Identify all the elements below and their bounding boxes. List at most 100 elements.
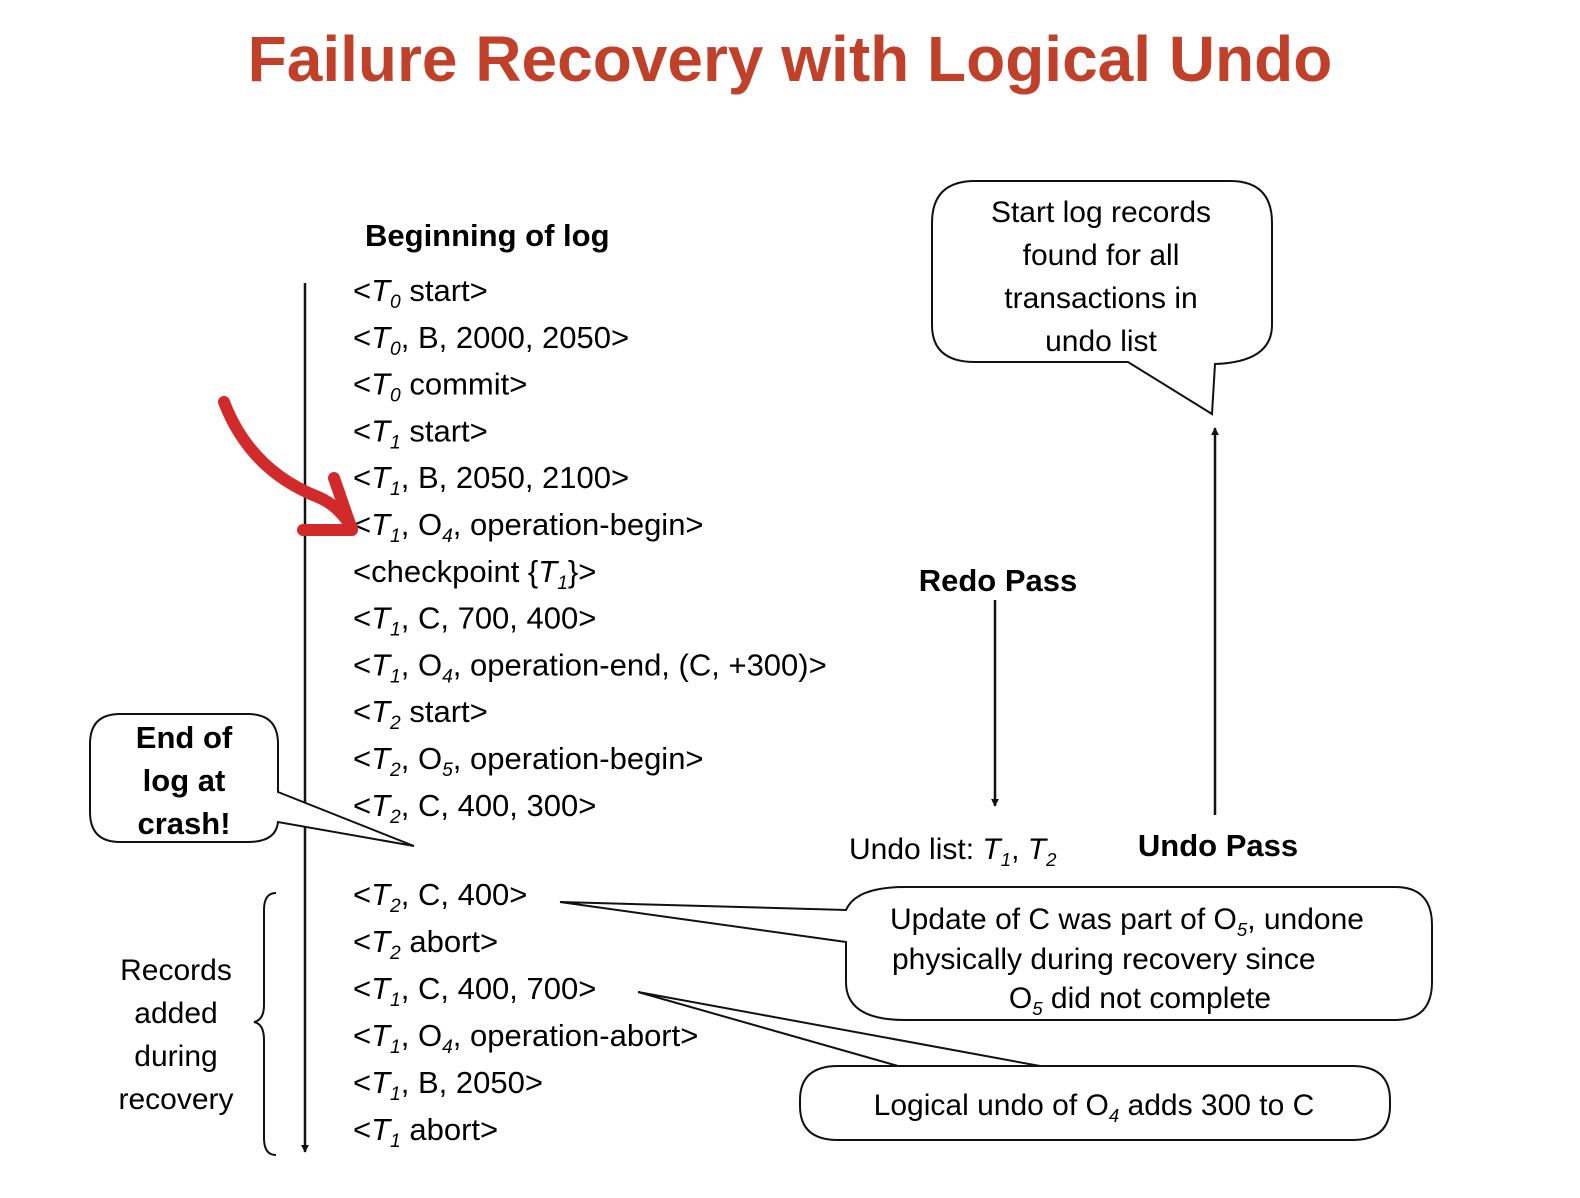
text-part: < — [353, 741, 371, 776]
subscript: 1 — [390, 432, 401, 453]
log-records: <T0 start><T0, B, 2000, 2050><T0 commit>… — [353, 273, 827, 828]
text-part: T — [371, 694, 392, 729]
text-part: , C, 400, 700> — [401, 971, 597, 1006]
red-annotation-arrow — [218, 396, 358, 536]
curly-brace — [253, 892, 277, 1156]
records-added-line-4: recovery — [118, 1083, 233, 1116]
subscript: 2 — [1045, 849, 1057, 870]
log-record: <T2, C, 400, 300> — [353, 788, 596, 828]
undo-list: Undo list: T1, T2 — [849, 833, 1057, 870]
subscript: 4 — [442, 1037, 453, 1058]
page-title: Failure Recovery with Logical Undo — [247, 23, 1333, 95]
log-record: <T1 start> — [353, 413, 488, 453]
text-part: adds 300 to C — [1119, 1089, 1314, 1122]
subscript: 1 — [1001, 849, 1011, 870]
log-record: <T0 start> — [353, 273, 488, 313]
records-added-line-3: during — [134, 1040, 217, 1073]
text-part: < — [353, 1112, 371, 1147]
subscript: 1 — [557, 573, 568, 594]
end-of-log-line-3: crash! — [137, 806, 230, 841]
text-part: < — [353, 647, 371, 682]
end-of-log-bubble — [89, 713, 415, 847]
update-c-callout: Update of C was part of O5, undone physi… — [559, 886, 1433, 1021]
log-record: <T2, O5, operation-begin> — [353, 741, 704, 781]
subscript: 5 — [442, 760, 453, 781]
subscript: 1 — [390, 990, 401, 1011]
text-part: T — [371, 647, 392, 682]
recovery-records: <T2, C, 400><T2 abort><T1, C, 400, 700><… — [353, 877, 698, 1152]
text-part: T — [371, 601, 392, 636]
text-part: , B, 2050> — [401, 1065, 543, 1100]
text-part: T — [982, 833, 1003, 866]
subscript: 1 — [390, 1084, 401, 1105]
subscript: 2 — [389, 943, 401, 964]
text-part: }> — [568, 554, 596, 589]
text-part: , O — [401, 647, 442, 682]
text-part: < — [353, 877, 371, 912]
text-part: Logical undo of O — [874, 1089, 1109, 1122]
text-part: T — [371, 320, 392, 355]
start-records-line-2: found for all — [1023, 239, 1180, 272]
log-header: Beginning of log — [365, 218, 610, 253]
text-part: start> — [401, 694, 488, 729]
text-part: T — [371, 413, 392, 448]
text-part: T — [371, 1112, 392, 1147]
records-added-line-1: Records — [120, 954, 232, 987]
update-c-line-2: physically during recovery since — [892, 943, 1316, 976]
text-part: O — [1009, 982, 1032, 1015]
text-part: < — [353, 971, 371, 1006]
log-record: <T1, O4, operation-begin> — [353, 507, 704, 547]
text-part: < — [353, 507, 371, 542]
subscript: 1 — [390, 620, 401, 641]
text-part: start> — [401, 413, 488, 448]
text-part: , C, 400> — [401, 877, 528, 912]
subscript: 0 — [390, 339, 401, 360]
text-part: T — [371, 273, 392, 308]
text-part: T — [371, 971, 392, 1006]
subscript: 2 — [389, 896, 401, 917]
text-part: abort> — [401, 924, 498, 959]
text-part: abort> — [401, 1112, 498, 1147]
recovery-record: <T2, C, 400> — [353, 877, 527, 917]
subscript: 2 — [389, 760, 401, 781]
start-records-line-1: Start log records — [991, 196, 1211, 229]
text-part: Undo list: — [849, 833, 982, 866]
recovery-record: <T2 abort> — [353, 924, 498, 964]
text-part: T — [371, 460, 392, 495]
text-part: T — [1028, 833, 1049, 866]
subscript: 0 — [390, 292, 401, 313]
logical-undo-bubble — [637, 991, 1391, 1141]
redo-pass-label: Redo Pass — [919, 563, 1078, 598]
subscript: 1 — [390, 1037, 401, 1058]
recovery-record: <T1 abort> — [353, 1112, 498, 1152]
subscript: 5 — [1032, 998, 1043, 1019]
text-part: T — [538, 554, 559, 589]
text-part: < — [353, 788, 371, 823]
undo-pass-label: Undo Pass — [1138, 828, 1298, 863]
recovery-record: <T1, B, 2050> — [353, 1065, 543, 1105]
log-record: <T0, B, 2000, 2050> — [353, 320, 629, 360]
text-part: < — [353, 413, 371, 448]
text-part: physically during recovery since — [892, 943, 1316, 976]
text-part: , operation-begin> — [453, 741, 704, 776]
text-part: , operation-begin> — [453, 507, 704, 542]
subscript: 0 — [390, 386, 401, 407]
text-part: Update of C was part of O — [890, 903, 1237, 936]
text-part: T — [371, 507, 392, 542]
text-part: < — [353, 460, 371, 495]
text-part: < — [353, 367, 371, 402]
subscript: 1 — [390, 526, 401, 547]
text-part: , C, 700, 400> — [401, 601, 597, 636]
text-part: <checkpoint { — [353, 554, 538, 589]
text-part: , O — [401, 507, 442, 542]
start-records-callout: Start log records found for all transact… — [931, 180, 1273, 416]
log-record: <T0 commit> — [353, 367, 527, 407]
subscript: 4 — [442, 526, 453, 547]
text-part: < — [353, 924, 371, 959]
subscript: 4 — [442, 666, 453, 687]
text-part: T — [371, 924, 392, 959]
text-part: < — [353, 694, 371, 729]
end-of-log-callout: End of log at crash! — [89, 713, 415, 847]
text-part: , C, 400, 300> — [401, 788, 597, 823]
